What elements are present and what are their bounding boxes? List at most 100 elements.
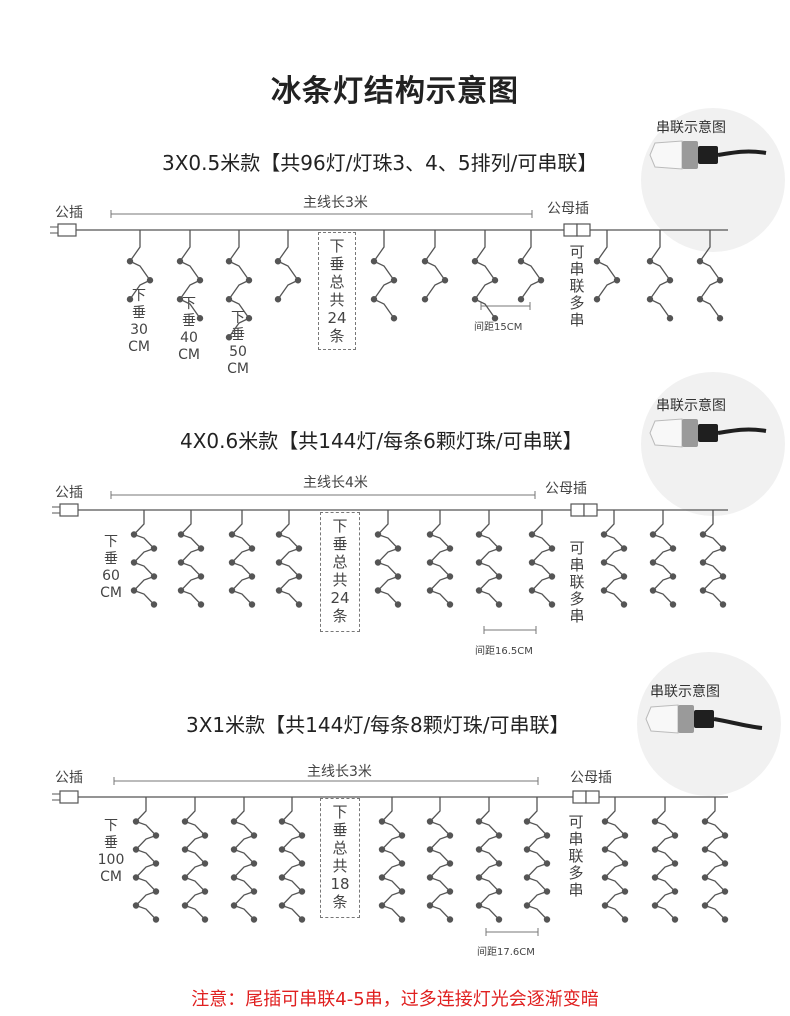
strand-wire [649, 230, 671, 319]
led-bulb-icon [230, 846, 238, 853]
icicle-strand [426, 797, 454, 923]
section-4x0-6: 串联示意图 4X0.6米款【共144灯/每条6颗灯珠/可串联】 公插 主线长4米… [52, 372, 785, 657]
led-bulb-icon [701, 818, 709, 825]
male-plug-icon [52, 503, 79, 517]
led-bulb-icon [378, 902, 386, 909]
strand-wire [704, 797, 726, 920]
led-bulb-icon [394, 573, 402, 580]
icicle-strand [130, 510, 158, 608]
male-plug-icon [50, 223, 77, 237]
icicle-strand [132, 797, 160, 923]
series-diagram-label: 串联示意图 [656, 398, 726, 414]
led-bulb-icon [651, 874, 659, 881]
led-bulb-icon [176, 296, 184, 303]
led-bulb-icon [225, 296, 233, 303]
led-bulb-icon [126, 258, 134, 265]
section-3x0-5: 串联示意图 3X0.5米款【共96灯/灯珠3、4、5排列/可串联】 公插 主线长… [0, 0, 790, 390]
led-bulb-icon [621, 888, 629, 895]
spacing-label: 间距17.6CM [477, 947, 535, 958]
section-3x1: 串联示意图 3X1米款【共144灯/每条8颗灯珠/可串联】 公插 主线长3米 公… [52, 652, 781, 958]
led-bulb-icon [248, 573, 256, 580]
led-bulb-icon [523, 874, 531, 881]
led-bulb-icon [398, 832, 406, 839]
led-bulb-icon [152, 860, 160, 867]
led-bulb-icon [671, 916, 679, 923]
icicle-strand [528, 510, 556, 608]
led-bulb-icon [696, 258, 704, 265]
led-bulb-icon [130, 559, 138, 566]
led-bulb-icon [152, 832, 160, 839]
led-bulb-icon [543, 888, 551, 895]
spec-title: 4X0.6米款【共144灯/每条6颗灯珠/可串联】 [180, 429, 583, 453]
led-bulb-icon [201, 888, 209, 895]
led-bulb-icon [669, 601, 677, 608]
icicle-strand [517, 230, 545, 303]
led-bulb-icon [390, 315, 398, 322]
strand-wire [429, 510, 451, 605]
led-bulb-icon [374, 531, 382, 538]
strand-wire [654, 797, 676, 920]
led-bulb-icon [126, 296, 134, 303]
led-bulb-icon [600, 587, 608, 594]
connector-icon [649, 418, 767, 448]
led-bulb-icon [719, 573, 727, 580]
icicle-strand [176, 230, 204, 322]
led-bulb-icon [196, 277, 204, 284]
led-bulb-icon [181, 818, 189, 825]
led-bulb-icon [248, 601, 256, 608]
led-bulb-icon [225, 258, 233, 265]
icicle-strand [601, 797, 629, 923]
icicle-strand [523, 797, 551, 923]
strand-wire [603, 510, 625, 605]
led-bulb-icon [132, 902, 140, 909]
icicle-strand [696, 230, 724, 322]
icicle-strand [374, 510, 402, 608]
led-bulb-icon [132, 818, 140, 825]
icicle-strand [475, 510, 503, 608]
led-bulb-icon [228, 587, 236, 594]
led-bulb-icon [593, 258, 601, 265]
icicle-strand [225, 230, 253, 341]
strand-wire [520, 230, 542, 300]
strand-wire [231, 510, 253, 605]
strand-wire [474, 230, 496, 319]
led-bulb-icon [721, 832, 729, 839]
led-bulb-icon [446, 888, 454, 895]
led-bulb-icon [620, 573, 628, 580]
male-plug-label: 公插 [55, 770, 83, 786]
led-bulb-icon [495, 601, 503, 608]
led-bulb-icon [152, 888, 160, 895]
led-bulb-icon [278, 818, 286, 825]
led-bulb-icon [548, 573, 556, 580]
led-bulb-icon [475, 902, 483, 909]
led-bulb-icon [446, 545, 454, 552]
led-bulb-icon [298, 888, 306, 895]
led-bulb-icon [649, 531, 657, 538]
icicle-strand [651, 797, 679, 923]
led-bulb-icon [275, 531, 283, 538]
led-bulb-icon [543, 860, 551, 867]
led-bulb-icon [495, 888, 503, 895]
footer-warning-note: 注意：尾插可串联4-5串，过多连接灯光会逐渐变暗 [191, 989, 599, 1010]
led-bulb-icon [721, 860, 729, 867]
led-bulb-icon [696, 296, 704, 303]
strand-wire [129, 230, 151, 300]
main-line-label: 主线长3米 [303, 195, 368, 211]
strand-wire [373, 230, 395, 319]
icicle-strand [646, 230, 674, 322]
led-bulb-icon [181, 902, 189, 909]
led-bulb-icon [150, 545, 158, 552]
led-bulb-icon [716, 315, 724, 322]
led-bulb-icon [278, 846, 286, 853]
led-bulb-icon [374, 587, 382, 594]
led-bulb-icon [600, 531, 608, 538]
icicle-strand [177, 510, 205, 608]
led-bulb-icon [426, 846, 434, 853]
led-bulb-icon [274, 296, 282, 303]
strand-wire [478, 510, 500, 605]
led-bulb-icon [230, 874, 238, 881]
led-bulb-icon [426, 559, 434, 566]
led-bulb-icon [528, 559, 536, 566]
led-bulb-icon [201, 832, 209, 839]
led-bulb-icon [543, 832, 551, 839]
